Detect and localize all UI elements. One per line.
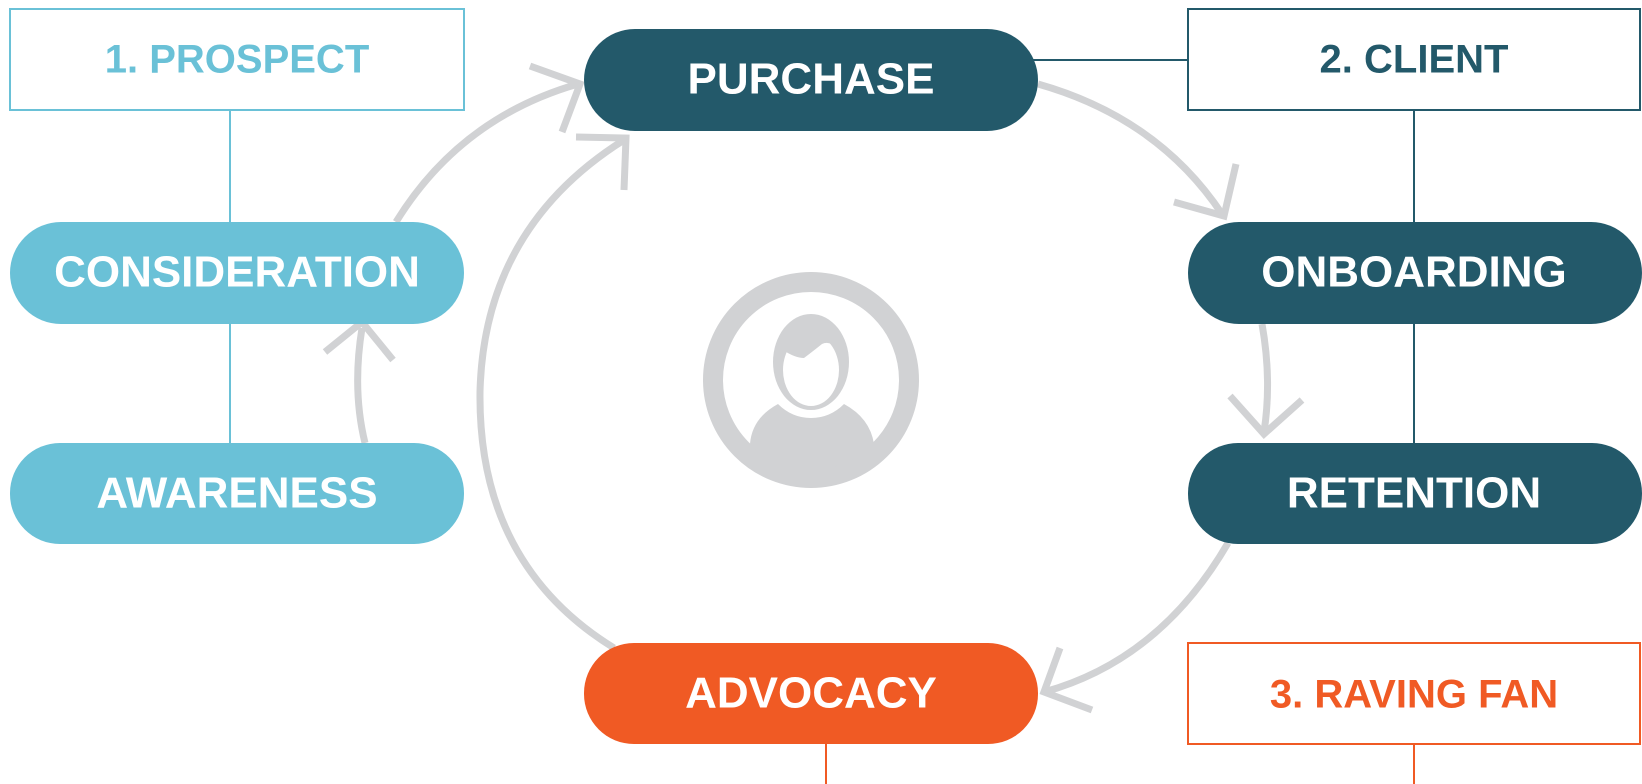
stage-advocacy: ADVOCACY — [584, 643, 1038, 744]
retention-pill — [1188, 443, 1642, 544]
raving-fan-label: 3. RAVING FAN — [1270, 673, 1558, 717]
avatar-ring — [703, 272, 919, 488]
arrowhead-purchase-left — [528, 62, 585, 134]
awareness-pill — [10, 443, 464, 544]
arrow-awareness-to-consideration — [354, 327, 369, 444]
stage-group-raving-fan: 3. RAVING FAN — [1187, 642, 1641, 745]
raving-fan-box — [1187, 642, 1641, 745]
stage-group-prospect: 1. PROSPECT — [9, 8, 465, 111]
stage-group-client: 2. CLIENT — [1187, 8, 1641, 111]
client-label: 2. CLIENT — [1320, 38, 1509, 82]
consideration-label: CONSIDERATION — [54, 248, 420, 297]
stage-consideration: CONSIDERATION — [10, 222, 464, 324]
consideration-pill — [10, 222, 464, 324]
arrowhead-purchase-loop — [575, 133, 630, 191]
avatar-hair — [783, 320, 840, 358]
awareness-label: AWARENESS — [96, 469, 377, 518]
purchase-label: PURCHASE — [688, 55, 935, 104]
retention-label: RETENTION — [1287, 469, 1541, 518]
onboarding-pill — [1188, 222, 1642, 324]
arrow-onboarding-to-retention — [1258, 323, 1272, 433]
arrow-purchase-to-onboarding — [1037, 80, 1225, 216]
prospect-label: 1. PROSPECT — [105, 38, 370, 82]
arrowhead-retention — [1227, 393, 1305, 439]
stage-retention: RETENTION — [1188, 443, 1642, 544]
flow-arrows — [322, 62, 1305, 714]
advocacy-label: ADVOCACY — [685, 669, 937, 718]
stage-onboarding: ONBOARDING — [1188, 222, 1642, 324]
arrow-retention-to-advocacy — [1043, 541, 1232, 696]
arrow-consideration-to-purchase — [393, 80, 579, 224]
onboarding-label: ONBOARDING — [1261, 248, 1567, 297]
arrow-advocacy-to-purchase — [476, 137, 626, 651]
arrowhead-onboarding — [1173, 163, 1240, 221]
connector-lines — [229, 59, 1415, 784]
person-avatar-icon — [703, 272, 919, 488]
client-box — [1187, 8, 1641, 111]
arrowhead-advocacy — [1039, 646, 1094, 714]
advocacy-pill — [584, 643, 1038, 744]
stage-awareness: AWARENESS — [10, 443, 464, 544]
prospect-box — [9, 8, 465, 111]
avatar-body — [750, 404, 874, 470]
purchase-pill — [584, 29, 1038, 131]
stage-purchase: PURCHASE — [584, 29, 1038, 131]
